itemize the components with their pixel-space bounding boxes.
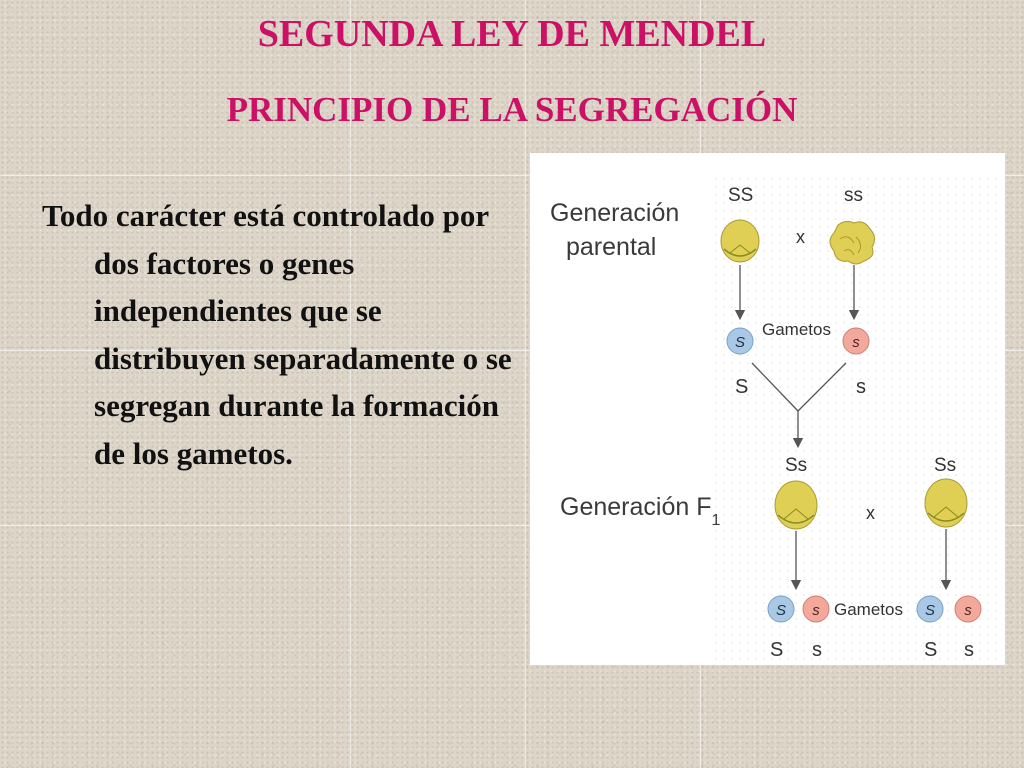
parental-cross-symbol: x xyxy=(796,227,805,247)
slide-subtitle: PRINCIPIO DE LA SEGREGACIÓN xyxy=(226,90,798,129)
fertilization-line-right xyxy=(797,362,847,412)
f1-allele-s-left: s xyxy=(812,639,822,661)
parental-allele-s: s xyxy=(856,376,866,398)
parent1-genotype: SS xyxy=(728,185,753,206)
f1-gamete-s-right-icon: s xyxy=(954,595,982,623)
gamete-S-icon: S xyxy=(726,327,754,355)
parental-label-line2: parental xyxy=(566,233,656,261)
gamete-s-icon: s xyxy=(842,327,870,355)
fertilization-line-left xyxy=(751,362,799,412)
background-gridline xyxy=(0,175,1024,176)
f1-gamete-S-left-icon: S xyxy=(767,595,795,623)
parental-gametes-label: Gametos xyxy=(762,320,831,339)
parental-label-line1: Generación xyxy=(550,199,679,227)
f1-gamete-s-left-icon: s xyxy=(802,595,830,623)
f1-seed-left-icon xyxy=(774,480,818,530)
f1-gametes-label: Gametos xyxy=(834,600,903,619)
parent2-genotype: ss xyxy=(844,185,863,206)
svg-text:S: S xyxy=(776,602,786,619)
segregation-diagram: Generación parental SS ss x S Gametos s … xyxy=(530,153,1005,665)
f1-label: Generación F1 xyxy=(560,493,720,529)
round-seed-icon xyxy=(720,219,760,263)
svg-text:s: s xyxy=(852,334,860,351)
background-gridline xyxy=(0,525,1024,526)
parental-allele-S: S xyxy=(735,376,748,398)
f1-genotype-right: Ss xyxy=(934,455,956,476)
f1-gamete-S-right-icon: S xyxy=(916,595,944,623)
f1-allele-s-right: s xyxy=(964,639,974,661)
background-gridline xyxy=(350,0,351,768)
f1-allele-S-right: S xyxy=(924,639,937,661)
slide-title: SEGUNDA LEY DE MENDEL xyxy=(257,13,767,55)
svg-text:s: s xyxy=(964,602,972,619)
f1-allele-S-left: S xyxy=(770,639,783,661)
f1-cross-symbol: x xyxy=(866,503,875,523)
background-gridline xyxy=(0,350,1024,351)
f1-genotype-left: Ss xyxy=(785,455,807,476)
f1-seed-right-icon xyxy=(924,478,968,528)
svg-text:s: s xyxy=(812,602,820,619)
svg-text:S: S xyxy=(925,602,935,619)
body-paragraph: Todo carácter está controlado por dos fa… xyxy=(42,198,512,471)
wrinkled-seed-icon xyxy=(829,220,876,265)
background-gridline xyxy=(525,0,526,768)
svg-text:S: S xyxy=(735,334,745,351)
